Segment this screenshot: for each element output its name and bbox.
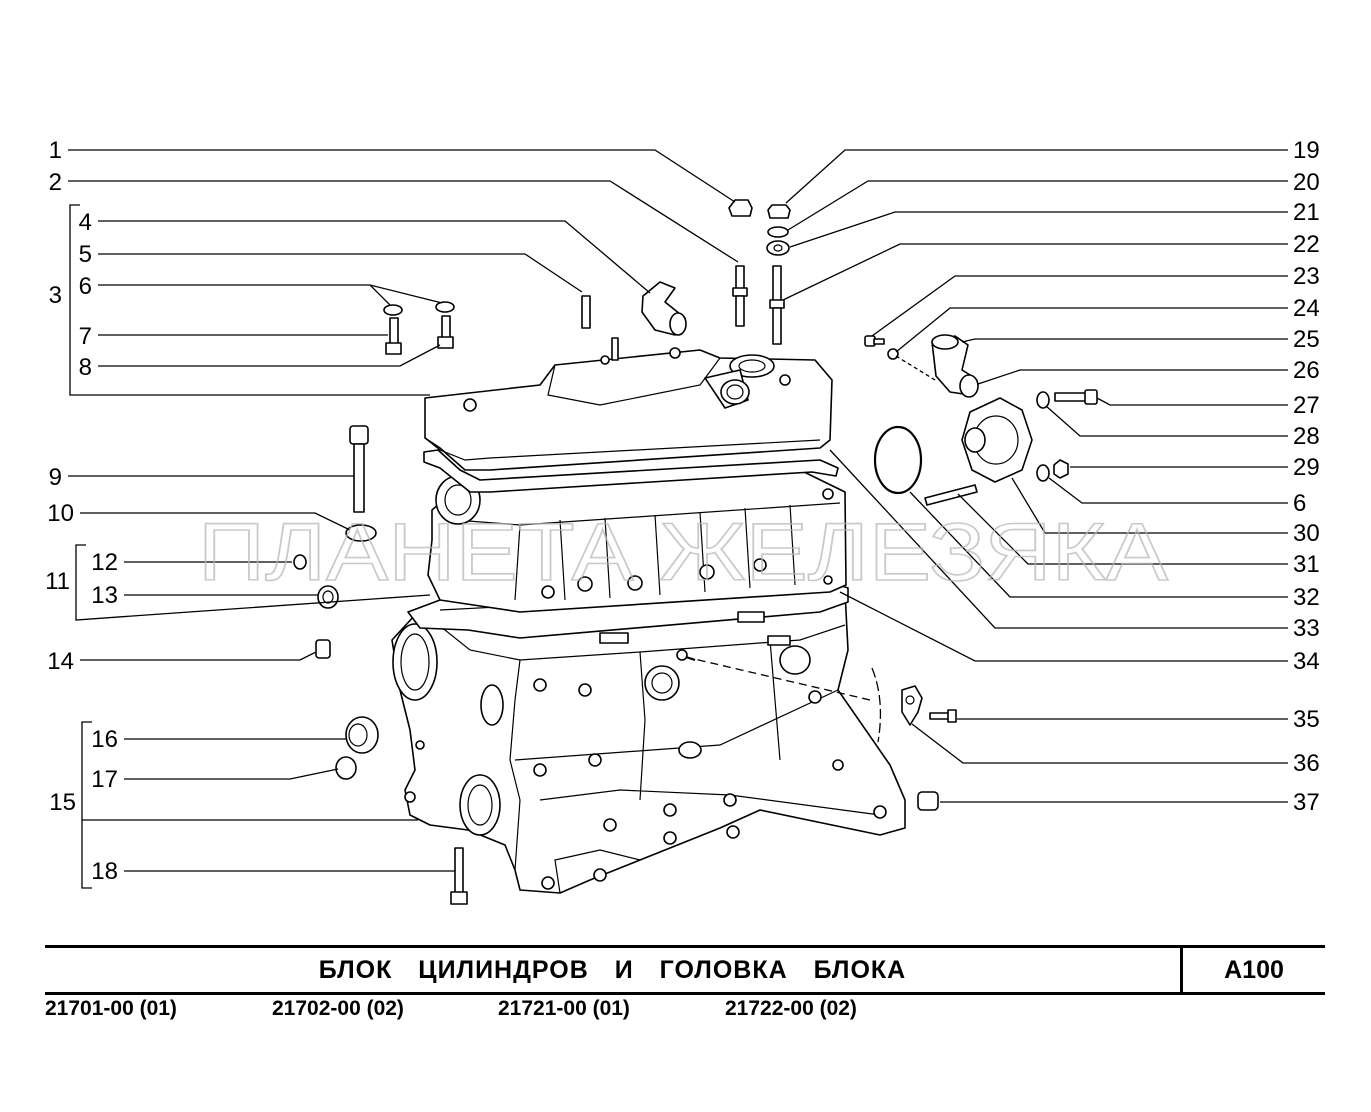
part-bushing-37 (917, 791, 939, 811)
diagram-title: БЛОК ЦИЛИНДРОВ И ГОЛОВКА БЛОКА (318, 956, 907, 984)
callout-6b: 6 (1293, 490, 1306, 517)
part-washer-20 (767, 226, 789, 238)
head-cover (424, 337, 833, 471)
callout-12: 12 (91, 549, 118, 576)
part-stud-22 (769, 265, 785, 345)
callout-30: 30 (1293, 520, 1320, 547)
callout-21: 21 (1293, 199, 1320, 226)
diagram-code: A100 (1224, 956, 1284, 984)
callout-32: 32 (1293, 584, 1320, 611)
callout-8: 8 (79, 354, 92, 381)
part-stud-5 (581, 295, 591, 329)
model-code: 21722-00 (02) (725, 997, 857, 1020)
part-stud-31 (924, 484, 978, 506)
part-washers-6 (383, 301, 455, 316)
part-plug-17 (335, 756, 357, 780)
part-cap-nut (728, 199, 753, 217)
title-divider (1180, 948, 1183, 992)
callout-31: 31 (1293, 551, 1320, 578)
callout-37: 37 (1293, 789, 1320, 816)
callout-18: 18 (91, 858, 118, 885)
callout-5: 5 (79, 241, 92, 268)
callout-35: 35 (1293, 706, 1320, 733)
part-stud-18 (450, 847, 468, 905)
part-nut-29 (1053, 459, 1069, 479)
model-list: 21701-00 (01) 21702-00 (02) 21721-00 (01… (45, 997, 1045, 1027)
part-washer-6b (1036, 464, 1050, 482)
callout-33: 33 (1293, 615, 1320, 642)
callout-29: 29 (1293, 454, 1320, 481)
callout-1: 1 (49, 137, 62, 164)
callout-23: 23 (1293, 263, 1320, 290)
part-elbow-pipe (641, 281, 687, 336)
callout-16: 16 (91, 726, 118, 753)
callout-15: 15 (49, 789, 76, 816)
part-thermostat-30 (961, 397, 1033, 483)
part-ring-32 (873, 425, 923, 495)
part-bolt-23 (864, 335, 885, 347)
part-seal-16 (345, 716, 379, 754)
model-code: 21701-00 (01) (45, 997, 177, 1020)
part-stud-2 (732, 265, 748, 327)
callout-3: 3 (49, 282, 62, 309)
part-washer-21 (766, 240, 790, 256)
cover-gasket (423, 449, 839, 493)
part-sensor-36 (901, 685, 923, 726)
callout-34: 34 (1293, 648, 1320, 675)
callout-11: 11 (45, 568, 70, 595)
cylinder-head (427, 469, 847, 613)
callout-4: 4 (79, 209, 92, 236)
part-washer-24 (887, 348, 899, 360)
part-washer-28 (1036, 391, 1050, 409)
part-bolts-7 (385, 315, 454, 355)
part-bushing-14 (315, 639, 331, 659)
callout-2: 2 (49, 169, 62, 196)
part-plug-12 (293, 554, 307, 570)
callout-13: 13 (91, 582, 118, 609)
cylinder-block (391, 591, 906, 894)
callout-19: 19 (1293, 137, 1320, 164)
callout-10: 10 (47, 500, 74, 527)
callout-9: 9 (49, 464, 62, 491)
model-code: 21702-00 (02) (272, 997, 404, 1020)
callout-26: 26 (1293, 357, 1320, 384)
part-bolt-35 (929, 709, 957, 723)
title-block: БЛОК ЦИЛИНДРОВ И ГОЛОВКА БЛОКА A100 (45, 945, 1325, 995)
callout-20: 20 (1293, 169, 1320, 196)
callout-25: 25 (1293, 326, 1320, 353)
callout-36: 36 (1293, 750, 1320, 777)
part-bolt-27 (1054, 389, 1098, 405)
callout-22: 22 (1293, 231, 1320, 258)
watermark-text: ПЛАНЕТА ЖЕЛЕЗЯКА (198, 507, 1168, 598)
callout-7: 7 (79, 323, 92, 350)
callout-6: 6 (79, 273, 92, 300)
callout-14: 14 (47, 648, 74, 675)
part-nut-19 (767, 204, 791, 219)
part-outlet-25 (931, 334, 979, 398)
callout-28: 28 (1293, 423, 1320, 450)
callout-17: 17 (91, 766, 118, 793)
part-head-bolt (345, 425, 377, 542)
callout-27: 27 (1293, 392, 1320, 419)
model-code: 21721-00 (01) (498, 997, 630, 1020)
callout-24: 24 (1293, 295, 1320, 322)
